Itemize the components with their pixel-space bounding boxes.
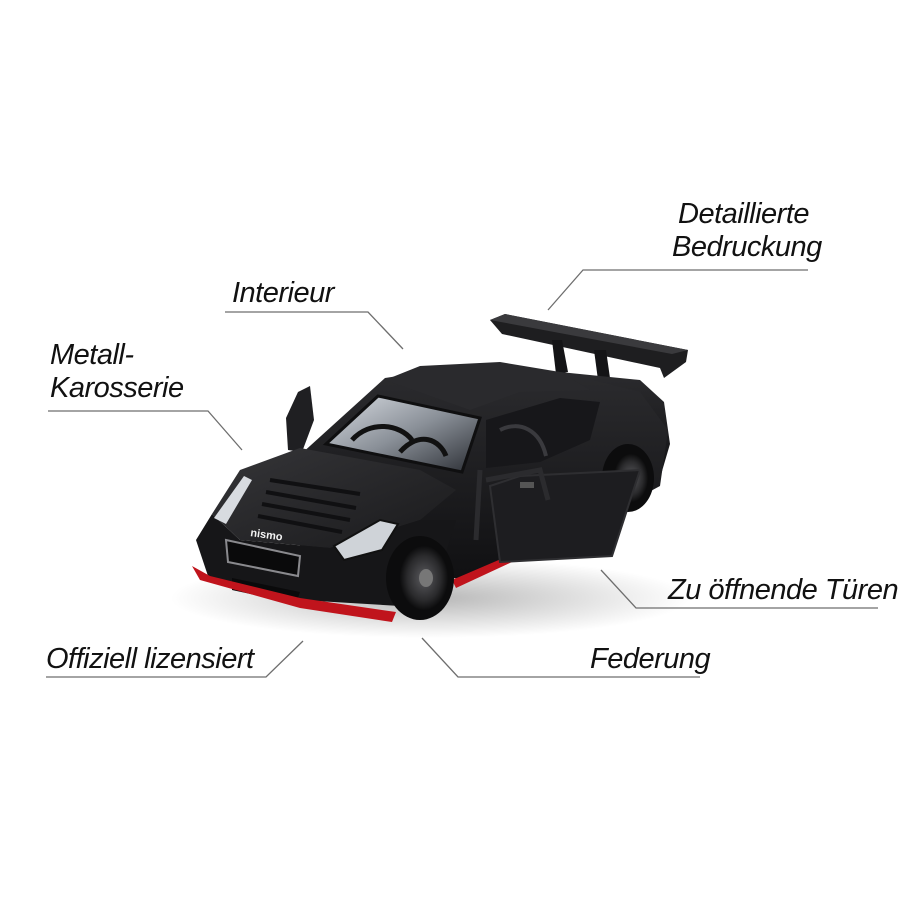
- feature-label-printing: Detaillierte Bedruckung: [672, 198, 822, 264]
- feature-interior-text: Interieur: [232, 277, 334, 309]
- feature-printing-line1: Detaillierte: [678, 198, 810, 230]
- feature-label-doors: Zu öffnende Türen: [668, 574, 899, 607]
- grille: [224, 538, 302, 578]
- front-splitter: [192, 566, 396, 622]
- rear-wing: [490, 314, 688, 380]
- roof: [385, 362, 590, 410]
- callout-line-printing: [547, 269, 808, 311]
- feature-label-interior: Interieur: [232, 277, 334, 310]
- right-door-open: [488, 468, 642, 564]
- side-window: [486, 398, 600, 468]
- feature-suspension-text: Federung: [590, 643, 711, 675]
- left-door-open: [286, 386, 314, 452]
- feature-body-line1: Metall-: [50, 339, 134, 371]
- feature-label-body: Metall- Karosserie: [50, 339, 184, 405]
- feature-licensed-text: Offiziell lizensiert: [46, 643, 254, 675]
- feature-doors-text: Zu öffnende Türen: [668, 574, 899, 606]
- callout-line-body: [48, 410, 243, 451]
- callout-line-interior: [225, 311, 404, 350]
- front-wheel: [386, 536, 454, 620]
- feature-label-licensed: Offiziell lizensiert: [46, 643, 254, 676]
- nismo-badge: nismo: [250, 527, 284, 543]
- hood-vents: [257, 478, 361, 534]
- left-headlight: [214, 476, 252, 524]
- right-headlight: [332, 518, 400, 562]
- feature-printing-line2: Bedruckung: [672, 231, 822, 263]
- callout-line-licensed: [46, 640, 304, 678]
- callout-line-doors: [600, 569, 878, 609]
- feature-body-line2: Karosserie: [50, 372, 184, 404]
- feature-label-suspension: Federung: [590, 643, 711, 676]
- callout-line-suspension: [421, 637, 700, 678]
